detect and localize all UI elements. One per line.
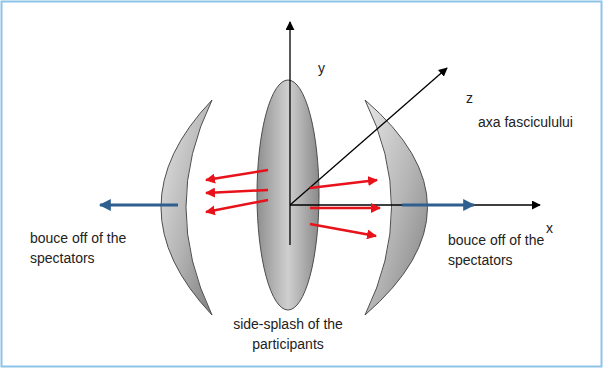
effect-label: bouce off of the spectators	[448, 230, 550, 270]
axis-caption: axa fasciculului	[478, 112, 596, 132]
bounce-arrow	[402, 204, 474, 207]
y-axis	[289, 22, 290, 245]
x-axis	[290, 204, 540, 205]
red-arrow	[206, 170, 268, 180]
left-crescent	[161, 100, 212, 315]
z-axis	[290, 68, 447, 205]
red-arrow	[310, 224, 376, 236]
effect-label: bouce off of the spectators	[30, 228, 132, 268]
axis-label: x	[546, 218, 566, 238]
red-arrow	[206, 200, 268, 212]
axis-label: z	[466, 88, 486, 108]
red-arrow	[206, 190, 268, 193]
red-arrow	[310, 207, 380, 210]
bounce-arrow	[100, 204, 178, 207]
red-arrow	[310, 180, 377, 188]
axis-label: y	[318, 58, 338, 78]
center-ellipse	[257, 80, 319, 310]
effect-label: side-splash of the participants	[232, 314, 344, 354]
splash-arrows	[206, 170, 380, 236]
